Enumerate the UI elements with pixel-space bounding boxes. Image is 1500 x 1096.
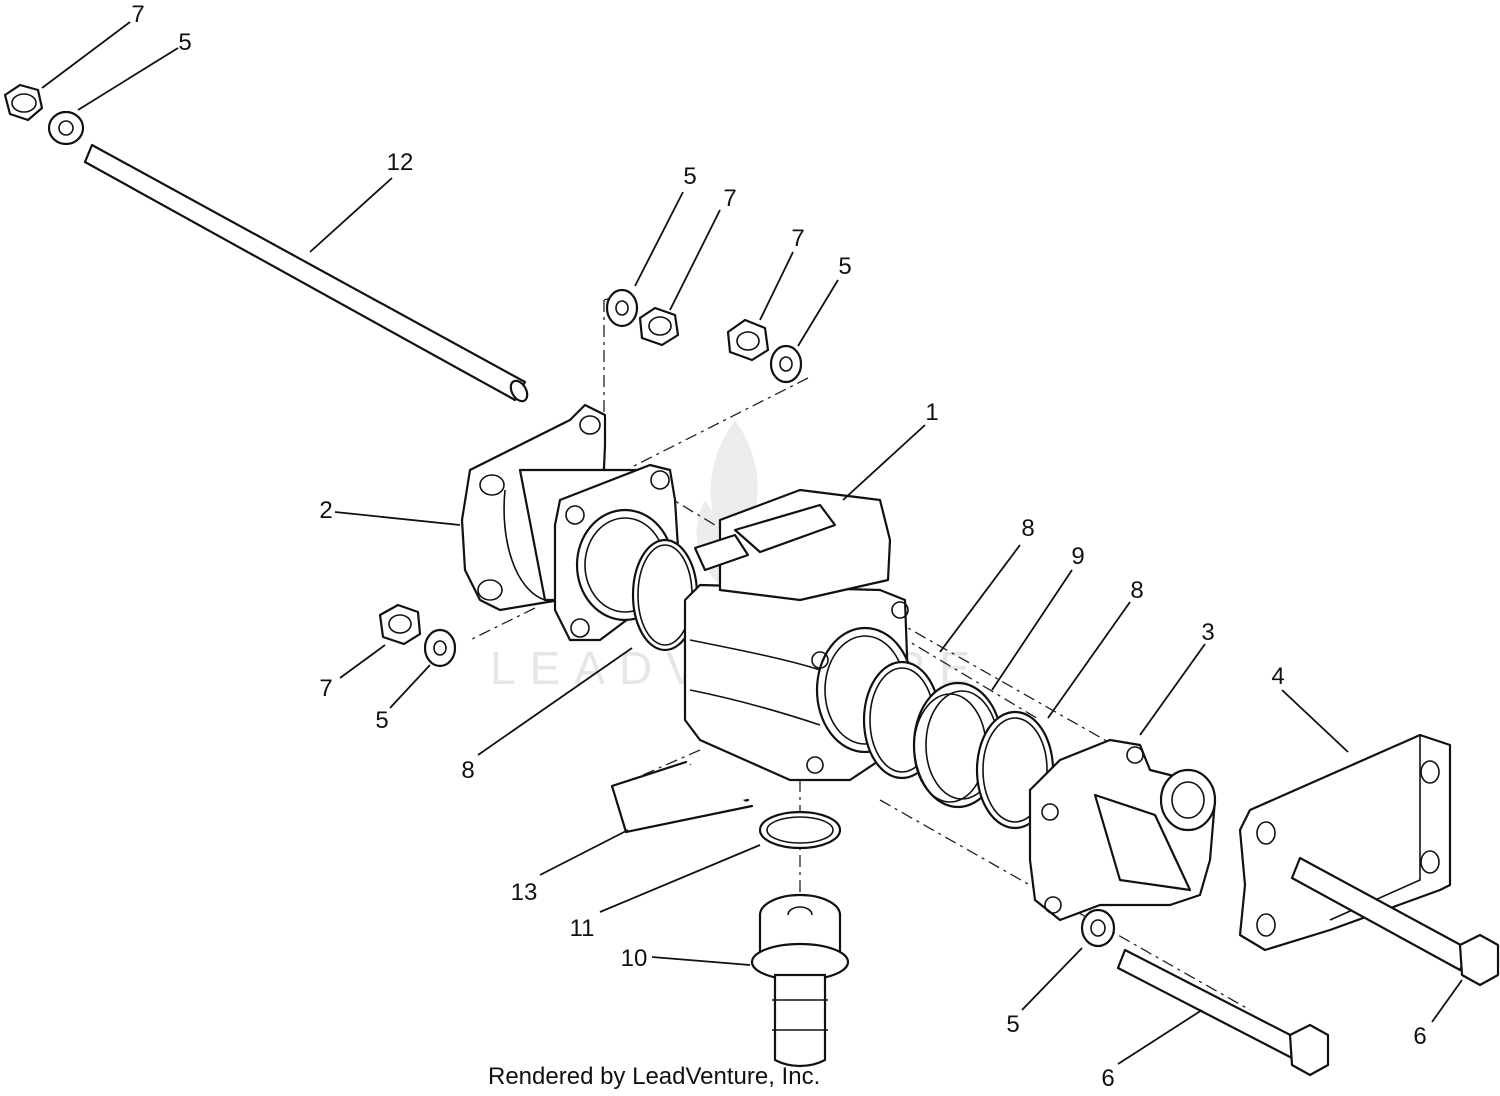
washer-mid-b: [769, 344, 803, 384]
callout-1: 1: [925, 399, 938, 426]
washer-mid-a: [605, 288, 639, 328]
callout-3: 3: [1201, 619, 1214, 646]
callout-5-left: 5: [375, 707, 388, 734]
callout-7-top-left: 7: [131, 1, 144, 28]
hose-barb-fitting: [750, 893, 850, 1068]
render-credit: Rendered by LeadVenture, Inc.: [488, 1063, 820, 1090]
callout-8-a: 8: [1021, 515, 1034, 542]
mounting-bracket: [1238, 733, 1452, 952]
callout-12: 12: [387, 149, 414, 176]
callout-6-right: 6: [1413, 1023, 1426, 1050]
bolt-right: [1290, 856, 1500, 987]
hex-nut-top-left: [3, 83, 44, 122]
long-rod: [83, 143, 529, 403]
callout-11: 11: [570, 915, 595, 942]
callout-7-left: 7: [319, 675, 332, 702]
callout-10: 10: [621, 945, 648, 972]
washer-bottom: [1080, 908, 1116, 948]
outlet-housing: [1028, 738, 1217, 922]
valve-body: [683, 488, 915, 782]
callout-2: 2: [319, 497, 332, 524]
hex-nut-mid-a: [638, 306, 680, 347]
leader-lines: [41, 21, 1463, 1065]
o-ring-small: [758, 810, 842, 850]
callout-5-top-left: 5: [178, 29, 191, 56]
callout-8-b: 8: [1130, 577, 1143, 604]
callout-8-c: 8: [461, 757, 474, 784]
callout-13: 13: [511, 879, 538, 906]
washer-top-left: [47, 110, 85, 146]
bolt-bottom: [1116, 948, 1330, 1077]
hex-nut-mid-b: [726, 318, 770, 362]
callout-7-mid-a: 7: [723, 185, 736, 212]
callout-6-bottom: 6: [1101, 1065, 1114, 1092]
hex-nut-left: [378, 603, 422, 646]
callout-5-mid-a: 5: [683, 163, 696, 190]
callout-7-mid-b: 7: [791, 225, 804, 252]
retaining-clip: [610, 760, 754, 834]
callout-5-mid-b: 5: [838, 253, 851, 280]
callout-4: 4: [1271, 663, 1284, 690]
callout-9: 9: [1071, 543, 1084, 570]
callout-5-bottom: 5: [1006, 1011, 1019, 1038]
washer-left: [423, 628, 457, 668]
